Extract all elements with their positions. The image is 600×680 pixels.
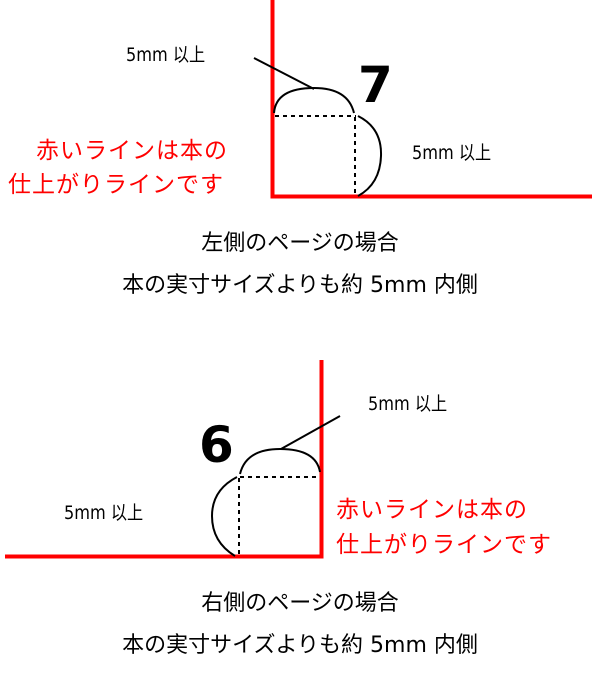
- right-page-diagram: [5, 360, 341, 559]
- left-page-diagram: [253, 0, 592, 199]
- right-page-leader-line: [280, 415, 341, 450]
- left-page-number: 7: [358, 56, 393, 114]
- left-page-trim-note-line2: 仕上がりラインです: [8, 172, 224, 198]
- right-page-side-arc: [210, 476, 238, 557]
- right-page-top-margin-label: 5mm 以上: [368, 393, 448, 415]
- left-page-top-arc: [273, 86, 355, 114]
- right-page-top-arc: [239, 447, 321, 475]
- right-page-number: 6: [199, 416, 234, 474]
- right-page-trim-note-line1: 赤いラインは本の: [336, 497, 528, 523]
- left-page-leader-line: [253, 57, 315, 90]
- right-page-trim-line: [5, 360, 324, 559]
- right-page-caption-detail: 本の実寸サイズよりも約 5mm 内側: [122, 633, 478, 658]
- left-page-trim-note-line1: 赤いラインは本の: [36, 138, 228, 164]
- left-page-caption-detail: 本の実寸サイズよりも約 5mm 内側: [122, 273, 478, 298]
- right-page-caption-title: 右側のページの場合: [201, 591, 399, 616]
- right-page-side-margin-label: 5mm 以上: [64, 502, 144, 524]
- left-page-trim-line: [270, 0, 592, 199]
- left-page-side-margin-label: 5mm 以上: [412, 142, 492, 164]
- left-page-caption-title: 左側のページの場合: [201, 231, 399, 256]
- left-page-top-margin-label: 5mm 以上: [126, 44, 206, 66]
- left-page-side-arc: [357, 115, 383, 197]
- right-page-trim-note-line2: 仕上がりラインです: [336, 532, 552, 558]
